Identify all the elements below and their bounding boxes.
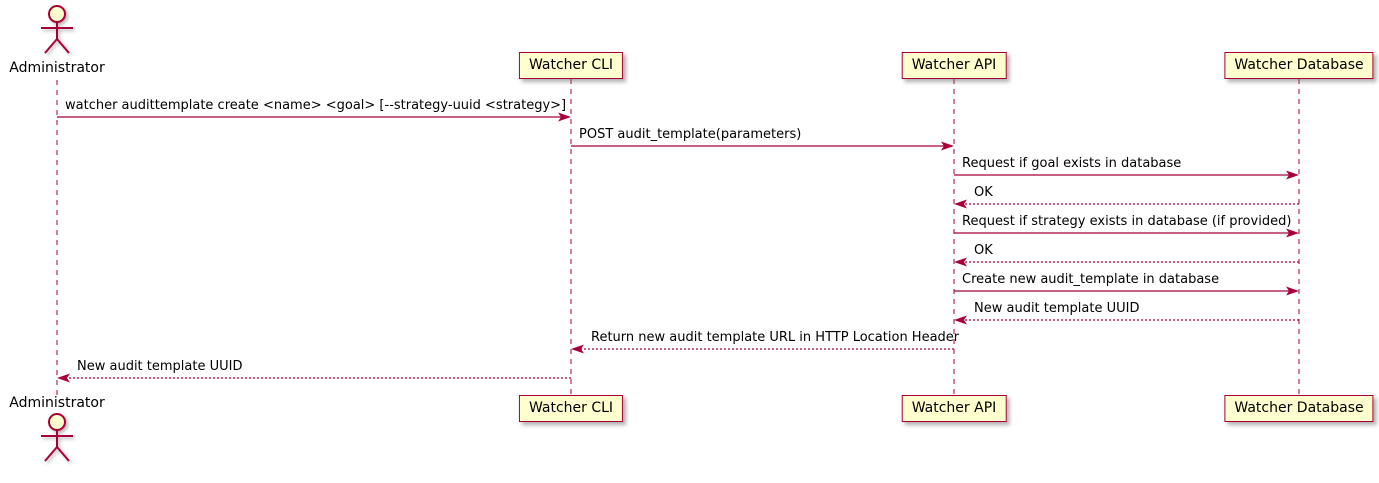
message-4-arrowhead-icon (954, 199, 967, 209)
message-2-arrowhead-icon (941, 141, 954, 151)
message-10-arrowhead-icon (57, 373, 70, 383)
message-10-label: New audit template UUID (77, 359, 243, 374)
actor-head (48, 5, 66, 23)
message-7-label: Create new audit_template in database (962, 272, 1220, 287)
message-4-label: OK (974, 185, 993, 200)
message-9-arrowhead-icon (571, 344, 584, 354)
message-8-label: New audit template UUID (974, 301, 1140, 316)
participant-box-watcher-cli-bottom: Watcher CLI (518, 395, 624, 422)
message-7-arrowhead-icon (1286, 286, 1299, 296)
participant-box-watcher-api-top: Watcher API (901, 52, 1007, 79)
actor-limb-2 (44, 38, 58, 54)
actor-label-administrator-top: Administrator (9, 60, 105, 76)
message-2-label: POST audit_template(parameters) (579, 127, 802, 142)
participant-box-watcher-cli-top: Watcher CLI (518, 52, 624, 79)
actor-limb-2 (44, 446, 58, 462)
message-9-label: Return new audit template URL in HTTP Lo… (591, 330, 960, 345)
message-3-arrowhead-icon (1286, 170, 1299, 180)
actor-limb-3 (56, 446, 70, 462)
participant-box-watcher-database-bottom: Watcher Database (1224, 395, 1374, 422)
actor-icon-administrator-top (41, 5, 73, 54)
message-8-arrowhead-icon (954, 315, 967, 325)
actor-label-administrator-bottom: Administrator (9, 395, 105, 411)
message-5-label: Request if strategy exists in database (… (962, 214, 1292, 229)
actor-head (48, 413, 66, 431)
message-3-label: Request if goal exists in database (962, 156, 1182, 171)
actor-icon-administrator-bottom (41, 413, 73, 462)
participant-box-watcher-database-top: Watcher Database (1224, 52, 1374, 79)
actor-limb-3 (56, 38, 70, 54)
participant-box-watcher-api-bottom: Watcher API (901, 395, 1007, 422)
message-6-label: OK (974, 243, 993, 258)
message-6-arrowhead-icon (954, 257, 967, 267)
message-1-arrowhead-icon (558, 112, 571, 122)
message-1-label: watcher audittemplate create <name> <goa… (65, 98, 567, 113)
message-5-arrowhead-icon (1286, 228, 1299, 238)
